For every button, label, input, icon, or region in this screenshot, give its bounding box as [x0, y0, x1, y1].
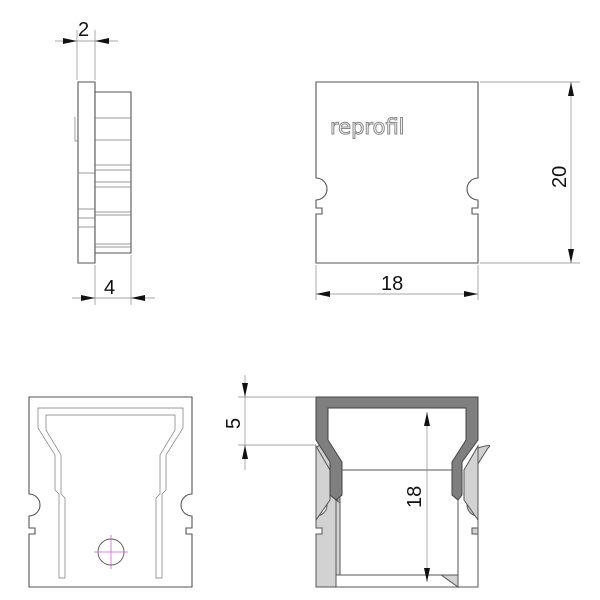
cap-back: [28, 396, 193, 588]
dim-height-label: 20: [549, 166, 571, 188]
center-mark: [94, 535, 128, 569]
dim-plate-label: 2: [78, 19, 89, 41]
dim-tab-label: 4: [104, 277, 115, 299]
brand-logo: reprofil: [330, 115, 405, 139]
cap-face: [315, 81, 479, 264]
end-plate: [77, 81, 96, 264]
side-view: 2 4: [55, 19, 155, 305]
dim-cap-label: 5: [223, 418, 245, 429]
back-view: [28, 396, 193, 588]
dim-inner-height-label: 18: [404, 486, 426, 508]
front-view: reprofil 20 18: [315, 81, 580, 300]
insert-tab: [94, 91, 132, 254]
diffuser-cap: [315, 396, 479, 501]
section-view: 5 18: [223, 375, 491, 588]
dim-width-label: 18: [381, 273, 403, 295]
